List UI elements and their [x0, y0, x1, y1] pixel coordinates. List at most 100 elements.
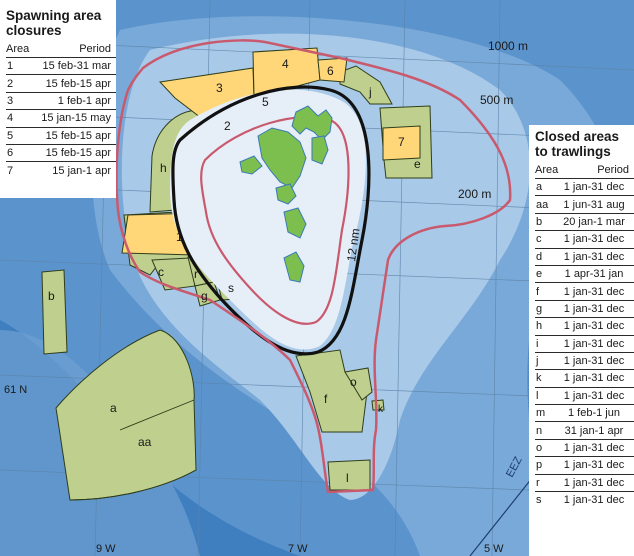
spawning-legend-row-period: 15 feb-15 apr — [29, 126, 116, 145]
spawn-area-7 — [382, 125, 421, 161]
closed-legend-row-period: 1 jan-31 dec — [554, 438, 634, 457]
island-central — [275, 183, 297, 205]
closed-legend-row-area: m — [535, 404, 554, 422]
lat-label-61n: 61 N — [4, 384, 27, 396]
closed-legend-row-area: e — [535, 264, 554, 283]
depth-label-1000: 1000 m — [488, 39, 528, 53]
area-label-e: e — [414, 157, 421, 171]
closed-legend-row-period: 1 jan-31 dec — [554, 247, 634, 266]
area-label-7: 7 — [398, 135, 405, 149]
spawning-legend-row-period: 15 jan-15 may — [29, 109, 116, 128]
spawning-legend-title-1: Spawning area — [6, 8, 102, 23]
closed-legend-row-area: c — [535, 230, 554, 249]
lon-label-9w: 9 W — [96, 543, 116, 555]
closed-legend-row-period: 1 apr-31 jan — [554, 264, 634, 283]
spawning-legend-row-period: 15 jan-1 apr — [29, 161, 116, 179]
closed-legend-row-period: 1 jan-31 dec — [554, 386, 634, 405]
spawning-legend-row-area: 1 — [6, 56, 29, 75]
spawning-legend-title-2: closures — [6, 23, 62, 38]
closed-legend-row-area: h — [535, 317, 554, 336]
area-label-o: o — [350, 375, 357, 389]
area-label-5: 5 — [262, 95, 269, 109]
spawn-area-4 — [252, 47, 321, 97]
spawning-legend-row-area: 2 — [6, 74, 29, 93]
trawl-area-aa-edge — [69, 469, 197, 501]
island-east — [311, 135, 329, 165]
trawl-area-b — [41, 269, 68, 355]
closed-legend-row-area: j — [535, 351, 554, 370]
depth-label-500: 500 m — [480, 93, 513, 107]
island-sandoy — [283, 207, 307, 239]
closed-legend-row-period: 1 jan-31 dec — [554, 491, 634, 509]
lon-label-5w: 5 W — [484, 543, 504, 555]
trawl-area-o — [344, 367, 373, 401]
area-label-a: a — [110, 401, 117, 415]
closed-legend-row-area: s — [535, 491, 554, 509]
closed-legend-title-1: Closed areas — [535, 129, 620, 144]
outer-limit-line — [115, 39, 512, 494]
island-main — [257, 127, 307, 189]
closed-legend-row-period: 1 jan-31 dec — [554, 456, 634, 475]
depth-label-200: 200 m — [458, 187, 491, 201]
closed-legend-row-period: 1 jan-31 dec — [554, 334, 634, 353]
area-label-4: 4 — [282, 57, 289, 71]
area-label-s: s — [228, 281, 234, 295]
area-label-f: f — [324, 392, 328, 406]
lon-label-7w: 7 W — [288, 543, 308, 555]
closed-legend-row-area: d — [535, 247, 554, 266]
spawning-legend-row-area: 6 — [6, 143, 29, 162]
spawning-legend-row-period: 15 feb-31 mar — [29, 56, 116, 75]
closed-legend-row-area: p — [535, 456, 554, 475]
closed-legend-row-period: 1 jan-31 dec — [554, 473, 634, 492]
closed-legend-row-period: 31 jan-1 apr — [554, 421, 634, 440]
island-northeast — [291, 105, 333, 141]
spawning-legend-row-period: 15 feb-15 apr — [29, 74, 116, 93]
spawning-col-area: Area — [6, 43, 30, 55]
closed-legend-row-area: r — [535, 473, 554, 492]
closed-legend-row-period: 1 jan-31 dec — [554, 282, 634, 301]
closed-legend-row-period: 1 jan-31 dec — [554, 369, 634, 388]
area-label-3: 3 — [216, 81, 223, 95]
area-label-6: 6 — [327, 64, 334, 78]
closed-legend-row-period: 1 jun-31 aug — [554, 195, 634, 214]
closed-legend-row-area: a — [535, 177, 554, 196]
islands — [239, 105, 333, 283]
island-south — [283, 251, 305, 283]
area-label-l: l — [346, 471, 349, 485]
trawl-area-l — [327, 459, 371, 491]
boundary-12nm — [171, 85, 371, 356]
boundary-label-12nm: 12 nm — [344, 227, 363, 262]
closed-legend-row-period: 1 jan-31 dec — [554, 177, 634, 196]
closed-col-area: Area — [535, 164, 559, 176]
spawning-legend-row-area: 3 — [6, 91, 29, 110]
closed-legend-row-period: 1 feb-1 jun — [554, 404, 634, 422]
area-label-j: j — [368, 85, 372, 99]
closed-legend-row-period: 1 jan-31 dec — [554, 351, 634, 370]
spawning-col-period: Period — [79, 43, 111, 55]
spawning-legend-header: Area Period — [6, 43, 116, 57]
area-label-h: h — [160, 161, 167, 175]
area-label-r: r — [194, 267, 198, 281]
